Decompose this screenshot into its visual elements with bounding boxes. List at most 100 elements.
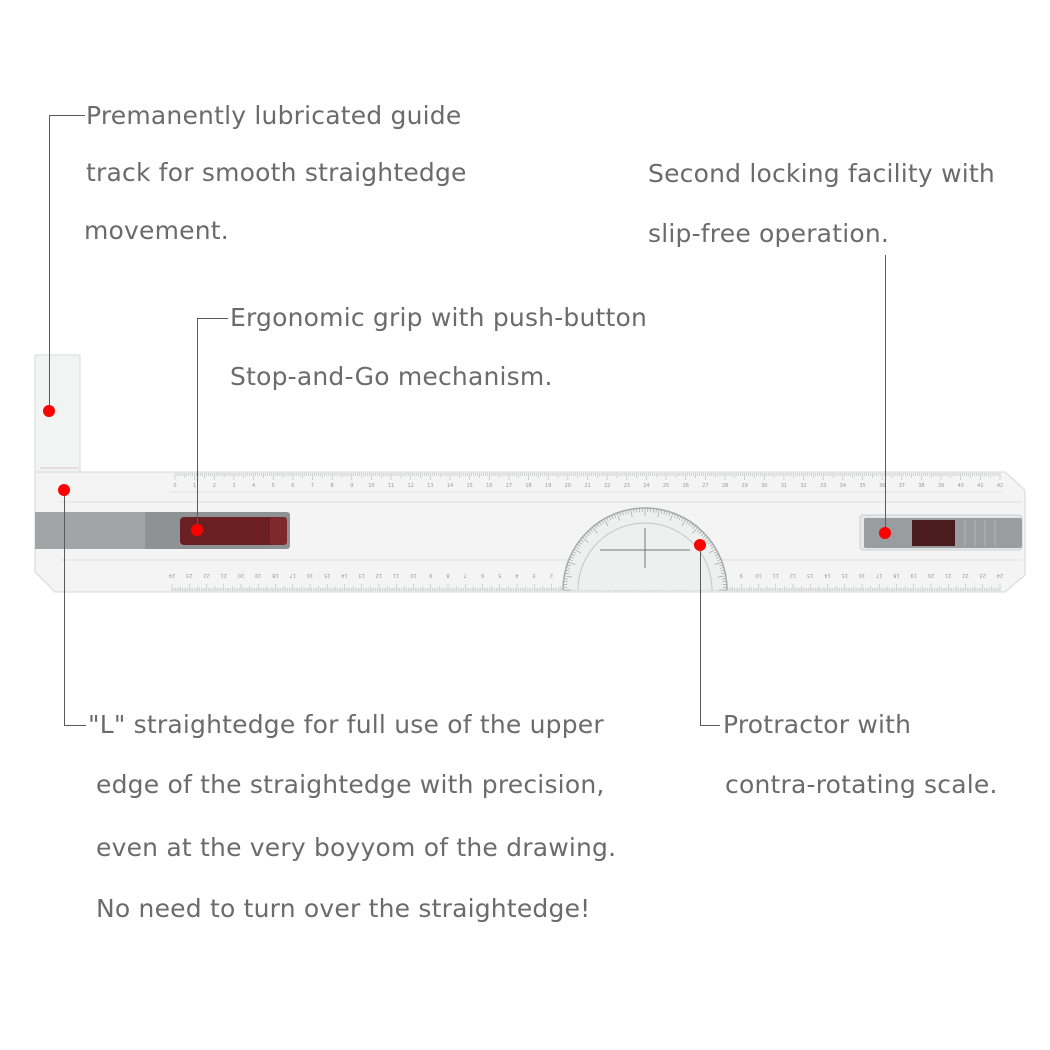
top-scale-label: 27 xyxy=(702,483,708,489)
protractor-tick xyxy=(573,548,582,554)
leader-grip-h xyxy=(197,318,228,319)
second-lock-text-1: Second locking facility with xyxy=(648,159,995,188)
top-scale-label: 6 xyxy=(291,483,294,489)
top-scale-label: 16 xyxy=(486,483,492,489)
grip-text-2: Stop-and-Go mechanism. xyxy=(230,362,553,391)
top-scale-label: 0 xyxy=(173,483,176,489)
protractor-tick xyxy=(717,575,726,578)
marker-second-lock xyxy=(879,527,891,539)
protractor-tick xyxy=(719,564,724,567)
guide-track-text-2: track for smooth straightedge xyxy=(86,158,467,187)
marker-protractor xyxy=(694,539,706,551)
protractor-tick xyxy=(566,564,571,567)
top-scale-label: 12 xyxy=(408,483,414,489)
bottom-scale-label: 20 xyxy=(928,572,934,578)
top-scale-label: 35 xyxy=(859,483,865,489)
bottom-scale-label: 20 xyxy=(238,572,244,578)
protractor-tick xyxy=(571,553,576,557)
protractor-tick xyxy=(611,514,614,519)
protractor-tick xyxy=(565,569,570,572)
bottom-scale-label: 19 xyxy=(255,572,261,578)
protractor-tick xyxy=(564,572,569,575)
leader-protractor-v xyxy=(700,545,701,726)
protractor-tick xyxy=(717,559,722,562)
protractor-tick xyxy=(655,508,657,513)
protractor-tick xyxy=(575,546,580,549)
bottom-scale-label: 21 xyxy=(221,572,227,578)
protractor-tick xyxy=(568,559,573,562)
protractor-tick xyxy=(627,509,630,514)
top-scale-label: 29 xyxy=(741,483,747,489)
protractor-tick xyxy=(681,517,684,522)
bottom-scale-label: 10 xyxy=(410,572,416,578)
protractor-tick xyxy=(596,523,600,528)
top-scale-label: 4 xyxy=(252,483,255,489)
bottom-scale-label: 6 xyxy=(481,572,484,578)
protractor-tick xyxy=(673,513,676,518)
grip-button-end xyxy=(270,517,287,545)
protractor-tick xyxy=(614,513,617,518)
protractor-inner-arc xyxy=(577,522,713,591)
top-scale-label: 18 xyxy=(525,483,531,489)
top-scale-label: 21 xyxy=(584,483,590,489)
second-lock-text-2: slip-free operation. xyxy=(648,219,890,248)
top-scale-label: 40 xyxy=(958,483,964,489)
leader-second-lock-v xyxy=(885,255,886,533)
protractor-tick xyxy=(706,539,710,543)
bottom-scale-label: 3 xyxy=(533,572,536,578)
protractor-tick xyxy=(690,523,694,528)
ergonomic-grip[interactable] xyxy=(180,517,287,545)
bottom-scale-label: 21 xyxy=(945,572,951,578)
protractor-tick xyxy=(692,525,696,529)
protractor-tick xyxy=(678,516,682,521)
protractor-tick xyxy=(668,511,671,516)
lock-ribs xyxy=(964,520,996,546)
protractor-tick xyxy=(719,567,724,569)
top-scale-label: 15 xyxy=(466,483,472,489)
top-scale-label: 17 xyxy=(506,483,512,489)
protractor-tick xyxy=(702,534,707,539)
bottom-scale-label: 13 xyxy=(807,572,813,578)
protractor-tick xyxy=(710,546,715,549)
protractor-tick xyxy=(622,511,624,516)
protractor-tick xyxy=(572,551,577,554)
protractor-tick xyxy=(660,509,663,514)
top-scale-label: 39 xyxy=(938,483,944,489)
guide-track-bar-end xyxy=(35,512,145,549)
protractor-tick xyxy=(714,553,719,557)
bottom-scale-label: 18 xyxy=(272,572,278,578)
top-scale-label: 33 xyxy=(820,483,826,489)
protractor-tick xyxy=(624,510,627,515)
protractor-tick xyxy=(608,516,612,521)
top-scale-label: 1 xyxy=(193,483,196,489)
top-scale-label: 7 xyxy=(311,483,314,489)
leader-grip-v xyxy=(197,318,198,530)
top-scale-label: 41 xyxy=(977,483,983,489)
protractor-tick xyxy=(603,518,609,527)
protractor-tick xyxy=(707,541,712,545)
protractor-tick xyxy=(630,509,633,518)
top-scale-label: 24 xyxy=(643,483,649,489)
protractor-tick xyxy=(616,512,620,521)
bottom-scale-label: 14 xyxy=(824,572,830,578)
protractor-tick xyxy=(619,511,622,516)
protractor-tick xyxy=(578,541,583,545)
top-scale-label: 34 xyxy=(840,483,846,489)
top-scale-label: 2 xyxy=(213,483,216,489)
l-straightedge-text-3: even at the very boyyom of the drawing. xyxy=(96,833,617,862)
bottom-scale-label: 15 xyxy=(324,572,330,578)
top-scale-label: 11 xyxy=(388,483,394,489)
marker-grip xyxy=(191,524,203,536)
bottom-scale-label: 23 xyxy=(980,572,986,578)
protractor-tick xyxy=(714,561,723,565)
protractor-tick xyxy=(721,572,726,575)
bottom-scale-label: 22 xyxy=(203,572,209,578)
bottom-scale-label: 8 xyxy=(446,572,449,578)
grip-text-1: Ergonomic grip with push-button xyxy=(230,303,648,332)
top-scale-label: 22 xyxy=(604,483,610,489)
bottom-scale-label: 7 xyxy=(464,572,467,578)
top-scale-label: 31 xyxy=(781,483,787,489)
protractor-tick xyxy=(564,575,573,578)
